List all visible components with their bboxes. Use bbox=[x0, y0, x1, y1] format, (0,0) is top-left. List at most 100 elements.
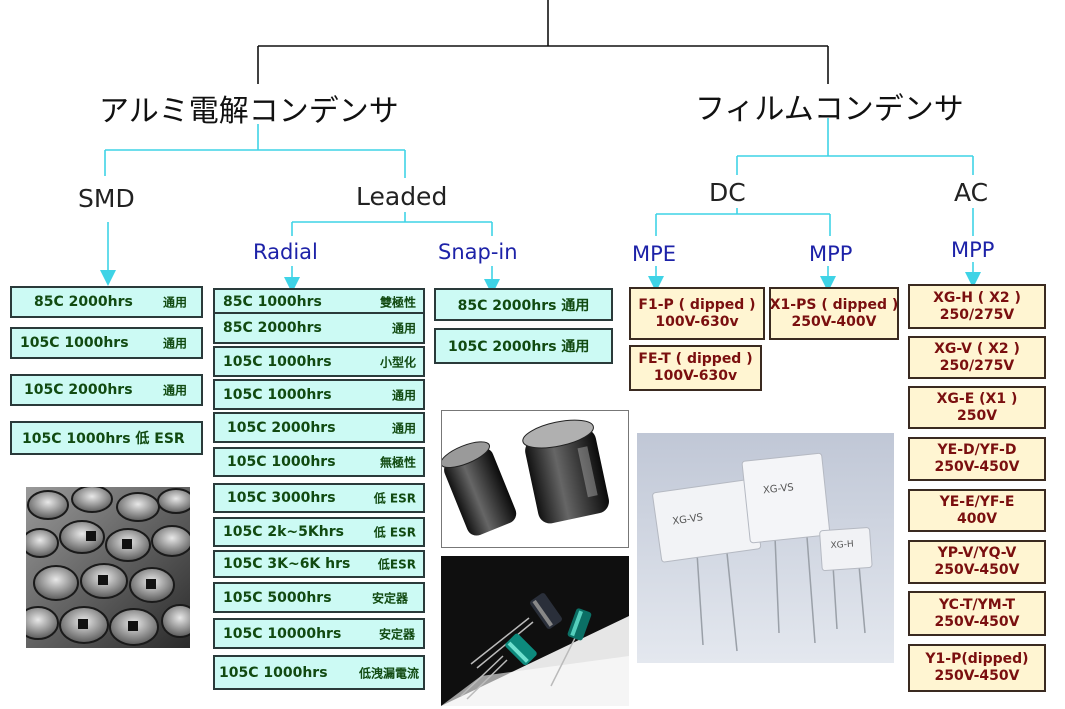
smd-item: 85C 2000hrs 通用 bbox=[10, 286, 203, 318]
radial-item-spec: 105C 3K~6K hrs bbox=[223, 556, 351, 572]
radial-item-spec: 105C 1000hrs bbox=[223, 386, 332, 403]
ac-mpp-item-voltage: 250/275V bbox=[939, 306, 1015, 323]
smd-item: 105C 2000hrs 通用 bbox=[10, 374, 203, 406]
ac-mpp-item-model: XG-V ( X2 ) bbox=[934, 340, 1020, 357]
radial-item: 105C 2k~5Khrs 低 ESR bbox=[213, 517, 425, 547]
ac-mpp-item-voltage: 250V-450V bbox=[934, 613, 1020, 630]
heading-radial: Radial bbox=[253, 240, 318, 264]
ac-mpp-item-model: YP-V/YQ-V bbox=[937, 545, 1017, 561]
ac-mpp-item-model: YE-D/YF-D bbox=[937, 442, 1017, 458]
heading-mpe: MPE bbox=[632, 242, 677, 266]
heading-dc-mpp: MPP bbox=[809, 242, 853, 266]
mpe-item: FE-T ( dipped ) 100V-630v bbox=[629, 345, 762, 391]
snap-in-item: 85C 2000hrs 通用 bbox=[434, 288, 613, 321]
radial-item: 105C 1000hrs 通用 bbox=[213, 379, 425, 410]
ac-mpp-item-model: YC-T/YM-T bbox=[938, 596, 1016, 613]
snap-in-item-spec: 85C 2000hrs 通用 bbox=[457, 297, 590, 314]
radial-item-spec: 105C 3000hrs bbox=[227, 490, 336, 506]
smd-item-note: 通用 bbox=[162, 383, 187, 398]
radial-item: 105C 1000hrs 無極性 bbox=[213, 447, 425, 477]
ac-mpp-item: YP-V/YQ-V 250V-450V bbox=[908, 540, 1046, 584]
ac-mpp-item: XG-V ( X2 ) 250/275V bbox=[908, 336, 1046, 379]
cyan-connectors bbox=[100, 118, 981, 295]
ac-mpp-item-voltage: 250/275V bbox=[939, 357, 1015, 374]
mpe-item-model: FE-T ( dipped ) bbox=[638, 351, 753, 367]
heading-snap-in: Snap-in bbox=[438, 240, 518, 264]
ac-mpp-item-model: XG-E (X1 ) bbox=[936, 390, 1018, 407]
radial-item-note: 安定器 bbox=[371, 591, 408, 605]
heading-leaded: Leaded bbox=[356, 182, 448, 211]
smd-item: 105C 1000hrs 低 ESR bbox=[10, 421, 203, 455]
dc-mpp-item-voltage: 250V-400V bbox=[791, 313, 877, 330]
heading-ac: AC bbox=[954, 178, 989, 207]
heading-aluminum: アルミ電解コンデンサ bbox=[99, 94, 399, 129]
mpe-item-voltage: 100V-630v bbox=[655, 313, 739, 330]
ac-mpp-item-voltage: 250V-450V bbox=[934, 562, 1020, 578]
ac-mpp-item: YE-D/YF-D 250V-450V bbox=[908, 437, 1046, 481]
snap-in-capacitors-photo bbox=[441, 410, 629, 548]
ac-mpp-item: Y1-P(dipped) 250V-450V bbox=[908, 644, 1046, 692]
radial-item-note: 低 ESR bbox=[373, 525, 416, 540]
radial-item: 105C 10000hrs 安定器 bbox=[213, 618, 425, 649]
radial-item-note: 小型化 bbox=[379, 355, 416, 369]
radial-item-spec: 105C 1000hrs bbox=[227, 454, 336, 470]
radial-item: 105C 1000hrs 小型化 bbox=[213, 346, 425, 377]
ac-mpp-item-model: YE-E/YF-E bbox=[939, 493, 1015, 510]
heading-smd: SMD bbox=[78, 184, 135, 213]
ac-mpp-item: YC-T/YM-T 250V-450V bbox=[908, 591, 1046, 636]
radial-item-spec: 105C 10000hrs bbox=[223, 625, 342, 642]
radial-item-note: 雙極性 bbox=[379, 295, 416, 310]
radial-item-note: 低 ESR bbox=[373, 491, 416, 506]
radial-item-spec: 105C 5000hrs bbox=[223, 589, 332, 606]
smd-capacitors-photo bbox=[26, 487, 190, 648]
radial-item: 105C 3000hrs 低 ESR bbox=[213, 483, 425, 513]
smd-item-note: 通用 bbox=[162, 295, 187, 310]
ac-mpp-item: XG-H ( X2 ) 250/275V bbox=[908, 284, 1046, 329]
radial-item-spec: 85C 2000hrs bbox=[223, 320, 322, 336]
smd-item-spec: 105C 2000hrs bbox=[24, 382, 133, 398]
radial-item-note: 低ESR bbox=[377, 557, 416, 572]
dc-mpp-item: X1-PS ( dipped ) 250V-400V bbox=[769, 287, 899, 340]
ac-mpp-item-voltage: 400V bbox=[956, 510, 998, 527]
radial-item-note: 安定器 bbox=[378, 627, 415, 641]
heading-dc: DC bbox=[709, 178, 746, 207]
mpe-item: F1-P ( dipped ) 100V-630v bbox=[629, 287, 765, 340]
snap-in-item-spec: 105C 2000hrs 通用 bbox=[448, 339, 590, 355]
smd-item: 105C 1000hrs 通用 bbox=[10, 327, 203, 359]
radial-item-spec: 105C 1000hrs bbox=[223, 353, 332, 370]
ac-mpp-item: YE-E/YF-E 400V bbox=[908, 489, 1046, 532]
ac-mpp-item-model: Y1-P(dipped) bbox=[925, 651, 1029, 667]
heading-ac-mpp: MPP bbox=[951, 238, 995, 262]
snap-in-item: 105C 2000hrs 通用 bbox=[434, 328, 613, 364]
smd-item-note: 通用 bbox=[162, 336, 187, 351]
radial-item: 105C 1000hrs 低洩漏電流 bbox=[213, 655, 425, 690]
radial-item-spec: 105C 1000hrs bbox=[219, 664, 328, 681]
mpe-item-voltage: 100V-630v bbox=[653, 368, 738, 384]
mpe-item-model: F1-P ( dipped ) bbox=[638, 296, 756, 313]
ac-mpp-item-voltage: 250V-450V bbox=[934, 668, 1020, 684]
radial-item-note: 低洩漏電流 bbox=[358, 666, 419, 680]
ac-mpp-item: XG-E (X1 ) 250V bbox=[908, 386, 1046, 429]
radial-item: 105C 3K~6K hrs 低ESR bbox=[213, 550, 425, 578]
smd-item-spec: 105C 1000hrs 低 ESR bbox=[22, 431, 185, 447]
smd-item-spec: 85C 2000hrs bbox=[34, 294, 133, 310]
radial-item: 85C 2000hrs 通用 bbox=[213, 312, 425, 344]
ac-mpp-item-voltage: 250V-450V bbox=[934, 459, 1020, 475]
film-capacitors-photo: XG-VS XG-VS XG-H bbox=[637, 433, 894, 663]
film-cap-label: XG-H bbox=[830, 540, 854, 552]
radial-item: 105C 5000hrs 安定器 bbox=[213, 582, 425, 613]
radial-item-spec: 105C 2k~5Khrs bbox=[223, 524, 344, 540]
radial-item-note: 無極性 bbox=[379, 455, 416, 470]
dc-mpp-item-model: X1-PS ( dipped ) bbox=[769, 296, 899, 313]
radial-capacitors-photo bbox=[441, 556, 629, 706]
smd-item-spec: 105C 1000hrs bbox=[20, 335, 129, 351]
radial-item-note: 通用 bbox=[391, 421, 416, 435]
heading-film: フィルムコンデンサ bbox=[695, 92, 964, 127]
film-cap-label: XG-VS bbox=[763, 482, 795, 496]
film-cap-label: XG-VS bbox=[672, 512, 704, 527]
radial-item-note: 通用 bbox=[391, 321, 416, 336]
radial-item-spec: 105C 2000hrs bbox=[227, 419, 336, 436]
radial-item-note: 通用 bbox=[391, 388, 416, 402]
radial-item: 85C 1000hrs 雙極性 bbox=[213, 288, 425, 316]
